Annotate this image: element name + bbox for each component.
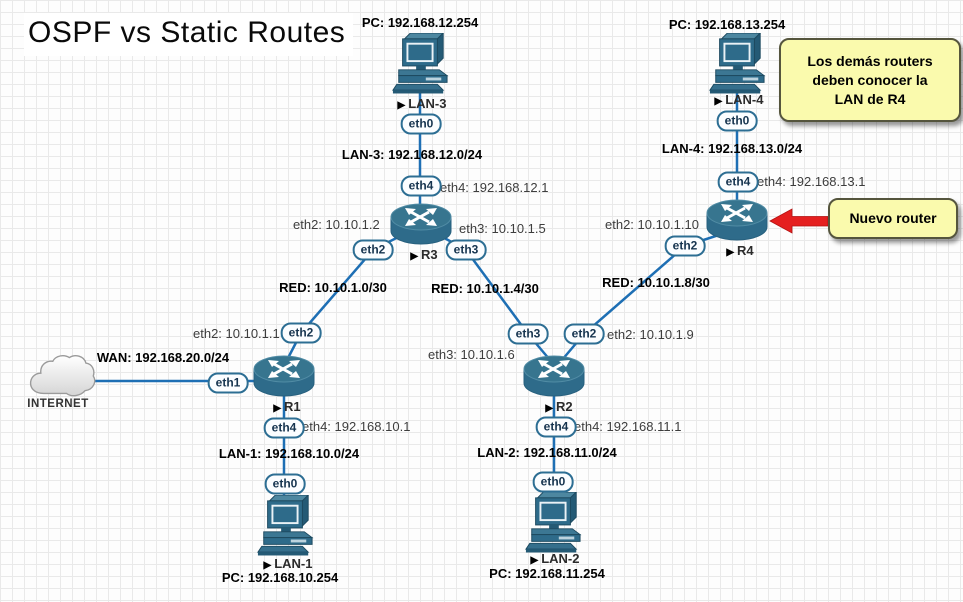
port-badge-r3-eth3[interactable]: eth3 (445, 239, 487, 261)
device-marker-icon: ▶ (263, 560, 272, 571)
port-badge-r1-eth2[interactable]: eth2 (280, 322, 322, 344)
lan1-network-label[interactable]: LAN-1: 192.168.10.0/24 (218, 446, 360, 461)
note-line: LAN de R4 (834, 90, 906, 107)
port-badge-r4-eth4[interactable]: eth4 (717, 171, 759, 193)
pc-lan3-icon[interactable] (391, 33, 449, 95)
r4-label[interactable]: ▶R4 (726, 243, 753, 258)
router-r4-icon[interactable] (704, 197, 770, 243)
port-badge-r2-eth3[interactable]: eth3 (507, 323, 549, 345)
internet-cloud-icon[interactable] (26, 353, 98, 399)
lan2-network-label[interactable]: LAN-2: 192.168.11.0/24 (477, 445, 617, 460)
note-new-router[interactable]: Nuevo router (828, 198, 958, 239)
port-badge-lan3-eth0[interactable]: eth0 (400, 113, 442, 135)
router-r1-icon[interactable] (251, 353, 317, 399)
note-line: deben conocer la (812, 71, 928, 88)
device-marker-icon: ▶ (714, 96, 723, 107)
r2-eth4-ip-label[interactable]: eth4: 192.168.11.1 (574, 419, 682, 434)
red-a-network-label[interactable]: RED: 10.10.1.0/30 (279, 280, 387, 295)
device-label: R1 (284, 399, 301, 414)
device-label: LAN-3 (408, 96, 447, 111)
port-badge-r3-eth4[interactable]: eth4 (400, 175, 442, 197)
lan4-label[interactable]: ▶LAN-4 (715, 92, 764, 107)
pc-lan2-ip-label[interactable]: PC: 192.168.11.254 (489, 566, 605, 581)
device-label: LAN-2 (541, 551, 580, 566)
pc-lan1-ip-label[interactable]: PC: 192.168.10.254 (221, 570, 339, 585)
port-badge-r1-eth1[interactable]: eth1 (207, 372, 249, 394)
lan2-label[interactable]: ▶LAN-2 (531, 551, 580, 566)
r3-eth4-ip-label[interactable]: eth4: 192.168.12.1 (440, 180, 549, 195)
r1-eth2-ip-label[interactable]: eth2: 10.10.1.1 (193, 326, 280, 341)
port-badge-r2-eth4[interactable]: eth4 (535, 416, 577, 438)
router-r3-icon[interactable] (388, 201, 454, 247)
pc-lan1-icon[interactable] (256, 495, 314, 557)
pc-lan4-ip-label[interactable]: PC: 192.168.13.254 (668, 17, 786, 32)
device-marker-icon: ▶ (273, 403, 282, 414)
page-title[interactable]: OSPF vs Static Routes (24, 13, 354, 56)
lan3-label[interactable]: ▶LAN-3 (398, 96, 447, 111)
note-text: Nuevo router (849, 210, 937, 226)
device-marker-icon: ▶ (530, 555, 539, 566)
r1-eth4-ip-label[interactable]: eth4: 192.168.10.1 (302, 419, 411, 434)
r2-eth3-ip-label[interactable]: eth3: 10.10.1.6 (428, 347, 515, 362)
r4-eth2-ip-label[interactable]: eth2: 10.10.1.10 (605, 217, 699, 232)
pc-lan3-ip-label[interactable]: PC: 192.168.12.254 (361, 15, 479, 30)
device-label: R4 (737, 243, 754, 258)
pc-lan2-icon[interactable] (524, 492, 582, 554)
r3-label[interactable]: ▶R3 (410, 247, 437, 262)
device-label: LAN-1 (274, 556, 313, 571)
note-line: Los demás routers (807, 52, 933, 69)
internet-label[interactable]: INTERNET (27, 398, 89, 410)
link-r3-r1[interactable] (285, 228, 414, 362)
device-marker-icon: ▶ (410, 251, 419, 262)
pc-lan4-icon[interactable] (708, 33, 766, 95)
port-badge-r1-eth4[interactable]: eth4 (263, 417, 305, 439)
device-label: R3 (421, 247, 438, 262)
red-arrow-icon (769, 208, 829, 234)
port-badge-lan4-eth0[interactable]: eth0 (716, 110, 758, 132)
router-r2-icon[interactable] (521, 353, 587, 399)
r4-eth4-ip-label[interactable]: eth4: 192.168.13.1 (757, 174, 866, 189)
device-marker-icon: ▶ (545, 403, 554, 414)
r3-eth2-ip-label[interactable]: eth2: 10.10.1.2 (293, 217, 380, 232)
device-marker-icon: ▶ (726, 247, 735, 258)
lan4-network-label[interactable]: LAN-4: 192.168.13.0/24 (661, 141, 803, 156)
note-other-routers[interactable]: Los demás routers deben conocer la LAN d… (779, 38, 961, 122)
wan-network-label[interactable]: WAN: 192.168.20.0/24 (96, 350, 230, 365)
red-b-network-label[interactable]: RED: 10.10.1.4/30 (431, 281, 539, 296)
lan3-network-label[interactable]: LAN-3: 192.168.12.0/24 (341, 147, 483, 162)
r2-eth2-ip-label[interactable]: eth2: 10.10.1.9 (607, 327, 694, 342)
device-label: LAN-4 (725, 92, 764, 107)
link-r4-r2[interactable] (560, 230, 730, 362)
port-badge-lan2-eth0[interactable]: eth0 (532, 471, 574, 493)
device-marker-icon: ▶ (397, 100, 406, 111)
port-badge-lan1-eth0[interactable]: eth0 (264, 473, 306, 495)
r3-eth3-ip-label[interactable]: eth3: 10.10.1.5 (459, 221, 546, 236)
port-badge-r2-eth2[interactable]: eth2 (563, 323, 605, 345)
r1-label[interactable]: ▶R1 (273, 399, 300, 414)
r2-label[interactable]: ▶R2 (545, 399, 572, 414)
lan1-label[interactable]: ▶LAN-1 (264, 556, 313, 571)
red-c-network-label[interactable]: RED: 10.10.1.8/30 (602, 275, 710, 290)
device-label: R2 (556, 399, 573, 414)
link-r3-r2[interactable] (428, 228, 552, 362)
port-badge-r3-eth2[interactable]: eth2 (352, 239, 394, 261)
port-badge-r4-eth2[interactable]: eth2 (664, 235, 706, 257)
